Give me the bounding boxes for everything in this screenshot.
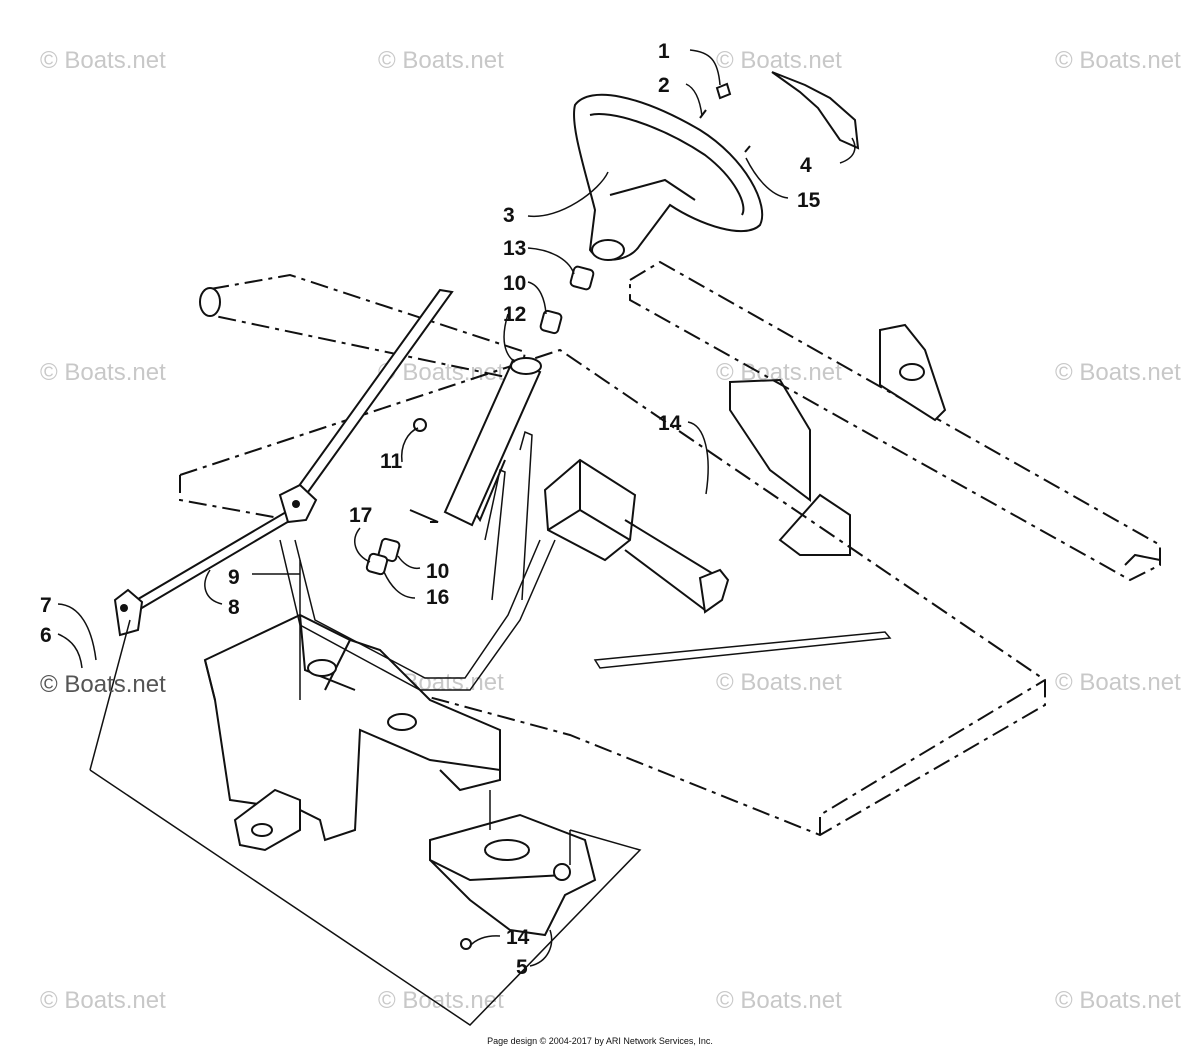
column-sleeve	[409, 357, 542, 527]
watermark: © Boats.net	[716, 669, 842, 696]
callout-6: 6	[40, 624, 52, 647]
watermark: © Boats.net	[716, 47, 842, 74]
callout-8: 8	[228, 596, 240, 619]
front-bracket	[203, 539, 556, 852]
watermark: © Boats.net	[40, 359, 166, 386]
steering-mount	[468, 449, 730, 614]
watermark: © Boats.net	[1055, 359, 1181, 386]
callout-10-upper: 10	[503, 272, 526, 295]
watermark: © Boats.net	[1055, 987, 1181, 1014]
callout-5: 5	[516, 956, 528, 979]
watermark: © Boats.net	[40, 671, 166, 698]
watermark: © Boats.net	[1055, 47, 1181, 74]
callout-1: 1	[658, 40, 670, 63]
assembly-lines	[89, 560, 642, 1026]
callout-14-upper: 14	[658, 412, 682, 435]
callout-13: 13	[503, 237, 526, 260]
callout-15: 15	[797, 189, 821, 212]
leader-lines	[57, 49, 856, 967]
watermark: © Boats.net	[378, 47, 504, 74]
callout-17: 17	[349, 504, 372, 527]
steering-wheel	[573, 82, 764, 261]
callout-14-lower: 14	[506, 926, 530, 949]
watermark: © Boats.net	[40, 47, 166, 74]
watermark: © Boats.net	[716, 987, 842, 1014]
steering-gearbox	[429, 813, 597, 950]
callout-12: 12	[503, 303, 526, 326]
callout-10-lower: 10	[426, 560, 449, 583]
watermark: © Boats.net	[378, 987, 504, 1014]
callouts: 1 2 3 4 15 13 10 12 14 11 17 10 16 9 8 7…	[40, 40, 821, 979]
page-footer: Page design © 2004-2017 by ARI Network S…	[487, 1036, 713, 1046]
steering-shaft	[113, 288, 454, 637]
decal	[771, 71, 860, 150]
callout-4: 4	[800, 154, 812, 177]
callout-7: 7	[40, 594, 52, 617]
callout-3: 3	[503, 204, 515, 227]
callout-16: 16	[426, 586, 449, 609]
bushings	[365, 265, 595, 576]
callout-9: 9	[228, 566, 240, 589]
watermark: © Boats.net	[40, 987, 166, 1014]
watermark: © Boats.net	[1055, 669, 1181, 696]
callout-2: 2	[658, 74, 670, 97]
callout-11: 11	[380, 450, 403, 473]
